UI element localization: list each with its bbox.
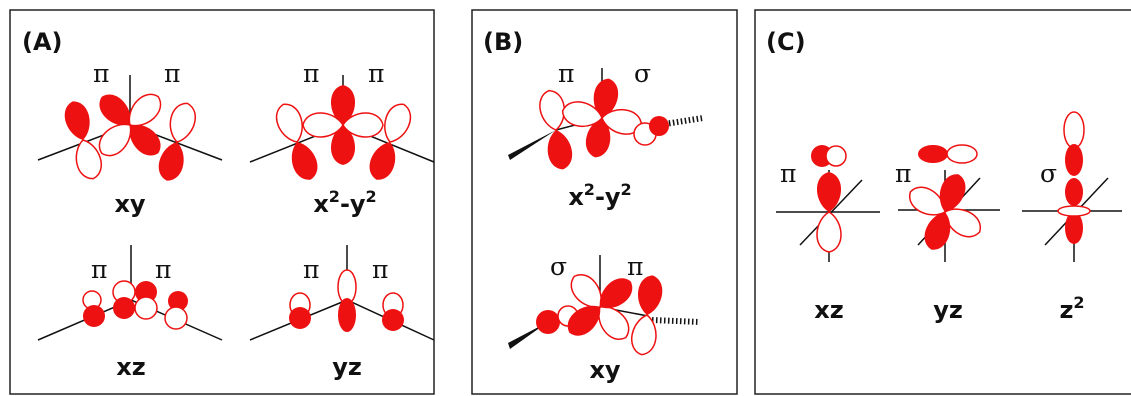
metal-lobe-bottom xyxy=(1065,212,1083,244)
panel-b: (B) π σ x2-y2 σ xyxy=(471,9,738,395)
panel-b-frame xyxy=(471,9,738,395)
ligand-lobe-open xyxy=(1063,111,1085,149)
ligand-orbital-right xyxy=(628,273,665,358)
orbital-label: x2-y2 xyxy=(568,180,631,211)
pi-symbol-left: π xyxy=(303,255,319,284)
wedge-bond xyxy=(508,130,556,160)
metal-torus xyxy=(1057,205,1091,217)
metal-d-orbital xyxy=(302,85,384,165)
wedge-bond xyxy=(508,322,548,349)
pi-symbol-left: π xyxy=(91,255,107,284)
pi-symbol: π xyxy=(780,159,796,188)
orbital-label: xy xyxy=(589,356,620,384)
metal-d-orbital xyxy=(559,76,645,160)
sigma-symbol: σ xyxy=(634,59,651,88)
pi-symbol-left: π xyxy=(303,59,319,88)
sigma-symbol: σ xyxy=(550,252,567,281)
pi-symbol-right: π xyxy=(155,255,171,284)
pi-symbol-right: π xyxy=(368,59,384,88)
pi-symbol: π xyxy=(895,159,911,188)
orbital-lobes xyxy=(82,280,188,330)
ligand-orbital-left xyxy=(536,87,575,172)
sigma-lobe-filled xyxy=(649,116,669,136)
ligand-lobe-filled xyxy=(1065,144,1083,176)
panel-a: (A) π π xy π π xyxy=(9,9,435,395)
pi-symbol: π xyxy=(558,59,574,88)
panel-c: (C) π xz π xyxy=(754,9,1131,395)
ligand-orbital-right xyxy=(365,99,416,184)
orbital-label: x2-y2 xyxy=(313,187,376,218)
ligand-lobe-open xyxy=(825,145,847,167)
orbital-label: xz xyxy=(116,353,145,381)
hashed-bond xyxy=(651,317,701,325)
diagram-c-z2: σ z2 xyxy=(1022,111,1122,324)
diagram-b-x2-y2: π σ x2-y2 xyxy=(508,59,704,211)
orbital-label: z2 xyxy=(1059,293,1084,324)
diagram-c-xz: π xz xyxy=(776,145,880,324)
pi-symbol-right: π xyxy=(372,255,388,284)
pi-symbol: π xyxy=(627,252,643,281)
ligand-lobe-filled xyxy=(918,145,948,163)
orbital-label: xy xyxy=(114,190,145,218)
ligand-orbital-right xyxy=(155,99,200,184)
panel-c-frame xyxy=(754,9,1131,395)
pi-symbol-left: π xyxy=(93,59,109,88)
hashed-bond xyxy=(664,115,704,127)
diagram-b-xy: σ π xy xyxy=(508,252,701,384)
orbital-label: yz xyxy=(332,353,362,381)
sigma-symbol: σ xyxy=(1040,159,1057,188)
metal-d-orbital xyxy=(903,170,987,254)
panel-c-label: (C) xyxy=(766,28,806,56)
metal-lobe-top xyxy=(1065,178,1083,206)
diagram-a-xy: π π xy xyxy=(37,59,223,218)
ligand-orbital-left xyxy=(61,98,106,183)
diagram-a-xz: π π xz xyxy=(37,245,223,381)
ligand-orbital-left xyxy=(271,99,322,184)
ligand-lobe-open xyxy=(946,144,978,164)
orbital-lobes xyxy=(289,269,404,332)
diagram-a-x2-y2: π π x2-y2 xyxy=(249,59,435,218)
orbital-label: xz xyxy=(814,296,843,324)
panel-a-label: (A) xyxy=(22,28,63,56)
sigma-lobe-filled xyxy=(536,310,560,334)
panel-b-label: (B) xyxy=(483,28,523,56)
diagram-c-yz: π yz xyxy=(895,144,1000,324)
pi-symbol-right: π xyxy=(164,59,180,88)
diagram-a-yz: π π yz xyxy=(249,245,435,381)
orbital-label: yz xyxy=(933,296,963,324)
panel-a-frame xyxy=(9,9,435,395)
